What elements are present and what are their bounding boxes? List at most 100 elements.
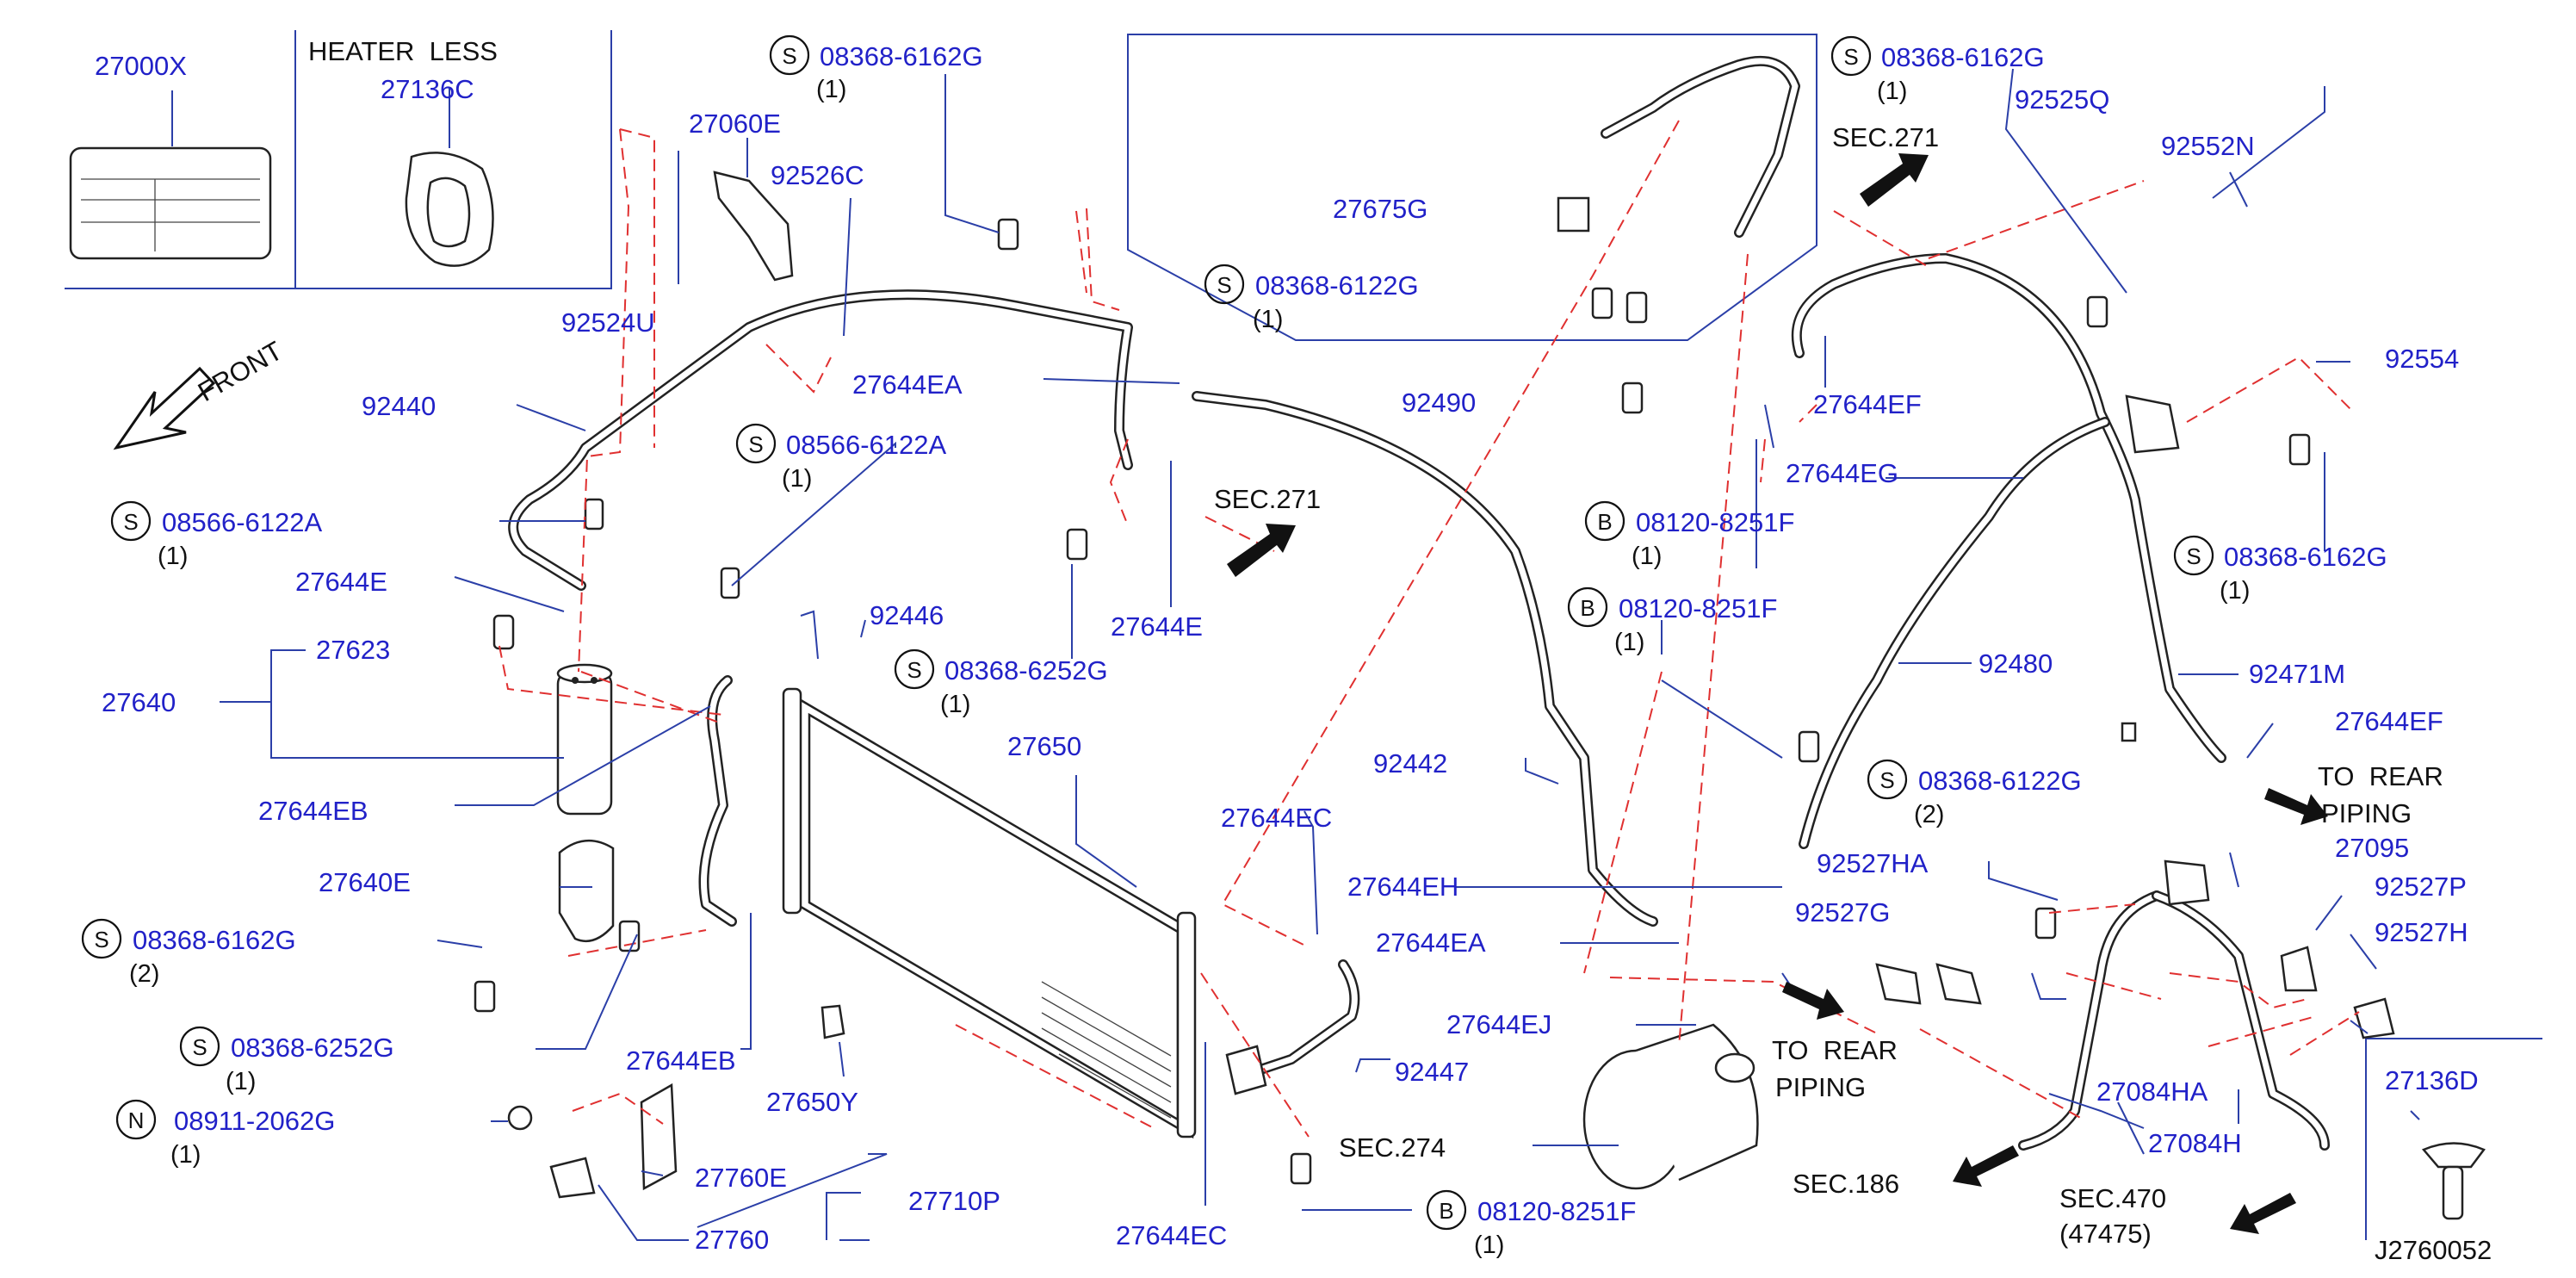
label-92525Q: 92525Q (2015, 84, 2109, 115)
label-27644EF-right: 27644EF (2335, 706, 2443, 736)
svg-text:(1): (1) (1253, 306, 1283, 333)
fastener-callout: S 08566-6122A (1) (110, 500, 322, 570)
fastener-callout: S 08368-6162G (2) (81, 918, 296, 988)
label-sec470-ref: (47475) (2059, 1219, 2152, 1249)
pipes (508, 55, 2330, 1151)
diagram-id: J2760052 (2375, 1235, 2492, 1265)
label-27650: 27650 (1007, 731, 1081, 761)
label-sec271-mid: SEC.271 (1214, 484, 1321, 514)
label-92440: 92440 (362, 391, 436, 421)
svg-text:08368-6122G: 08368-6122G (1255, 270, 1419, 301)
label-27623: 27623 (316, 635, 390, 665)
leader-lines (171, 68, 2420, 1241)
svg-text:08120-8251F: 08120-8251F (1619, 593, 1777, 623)
label-sec271-top: SEC.271 (1832, 122, 1939, 152)
label-92490: 92490 (1402, 388, 1476, 418)
condenser-27650 (782, 687, 1197, 1139)
arrow-sec271-top-icon (1860, 153, 1929, 207)
svg-text:(1): (1) (1877, 78, 1907, 105)
label-27644EJ: 27644EJ (1446, 1009, 1551, 1039)
svg-text:08368-6252G: 08368-6252G (231, 1033, 394, 1063)
dashed-links (498, 120, 2360, 1138)
svg-text:(1): (1) (158, 543, 188, 570)
label-27644EG: 27644EG (1786, 458, 1898, 488)
fastener-callout: S 08368-6252G (1) (179, 1026, 394, 1095)
svg-text:N: N (128, 1107, 145, 1133)
label-92527H: 92527H (2375, 917, 2468, 947)
svg-text:08368-6162G: 08368-6162G (133, 925, 296, 955)
fastener-callout: S 08368-6122G (2) (1867, 759, 2082, 828)
svg-text:S: S (782, 43, 796, 69)
fastener-callout: B 08120-8251F (1) (1567, 586, 1777, 656)
label-27644EF-top: 27644EF (1813, 389, 1922, 419)
front-arrow-icon (113, 366, 216, 450)
svg-text:S: S (1879, 767, 1894, 793)
label-front: FRONT (193, 335, 288, 407)
label-sec186: SEC.186 (1793, 1169, 1899, 1199)
svg-text:(1): (1) (940, 691, 970, 718)
svg-text:S: S (748, 431, 763, 457)
label-27000X: 27000X (95, 51, 187, 81)
fastener-callout: S 08368-6162G (1) (769, 34, 983, 103)
svg-text:(1): (1) (2220, 577, 2250, 605)
compressor (1582, 1023, 1759, 1190)
svg-text:08120-8251F: 08120-8251F (1636, 507, 1794, 537)
label-27644E-mid: 27644E (1111, 611, 1203, 642)
svg-text:(1): (1) (226, 1068, 256, 1095)
label-27644EB-top: 27644EB (258, 796, 368, 826)
svg-text:08368-6252G: 08368-6252G (944, 655, 1108, 686)
label-27084H: 27084H (2148, 1128, 2242, 1158)
svg-text:B: B (1580, 595, 1595, 621)
bolts (474, 171, 2486, 1220)
arrow-sec186-icon (1953, 1145, 2019, 1187)
label-92442: 92442 (1373, 748, 1447, 779)
label-piping-2: PIPING (1775, 1072, 1866, 1102)
svg-text:08368-6162G: 08368-6162G (820, 41, 983, 71)
label-92471M: 92471M (2249, 659, 2345, 689)
svg-text:B: B (1597, 509, 1612, 535)
fastener-callout: S 08368-6122G (1) (1204, 264, 1419, 333)
frames (65, 30, 2542, 1240)
label-27644EC-bottom: 27644EC (1116, 1220, 1227, 1250)
svg-text:S: S (192, 1034, 207, 1060)
label-92552N: 92552N (2161, 131, 2255, 161)
label-27136D: 27136D (2385, 1065, 2479, 1095)
arrow-to-rear-2-icon (1782, 982, 1844, 1020)
fastener-callout: N 08911-2062G (1) (115, 1099, 335, 1169)
svg-text:(1): (1) (170, 1141, 201, 1169)
svg-text:08566-6122A: 08566-6122A (162, 507, 322, 537)
label-92527G: 92527G (1795, 897, 1890, 927)
svg-text:(2): (2) (129, 960, 159, 988)
label-sec470: SEC.470 (2059, 1183, 2166, 1213)
label-27650Y: 27650Y (766, 1087, 858, 1117)
label-92526C: 92526C (771, 160, 864, 190)
label-heater-less: HEATER LESS (308, 36, 498, 66)
svg-text:08120-8251F: 08120-8251F (1477, 1196, 1636, 1226)
label-27644EA-top: 27644EA (852, 369, 963, 400)
label-92554: 92554 (2385, 344, 2459, 374)
line-art (69, 55, 2486, 1220)
label-27644EA-mid: 27644EA (1376, 927, 1486, 958)
drier-bracket-27640E (558, 839, 615, 943)
label-92480: 92480 (1978, 648, 2053, 679)
label-to-rear-2: TO REAR (1772, 1035, 1898, 1065)
svg-text:(1): (1) (1474, 1231, 1504, 1259)
arrows (113, 153, 2328, 1234)
label-27060E: 27060E (689, 109, 781, 139)
label-27710P: 27710P (908, 1186, 1000, 1216)
fastener-callout: S 08368-6252G (1) (894, 648, 1108, 718)
label-27644EC-mid: 27644EC (1221, 803, 1332, 833)
part-labels: 27000X HEATER LESS 27136C 27060E 92526C … (95, 36, 2492, 1265)
svg-text:(1): (1) (782, 465, 812, 493)
label-to-rear-1: TO REAR (2318, 761, 2443, 791)
label-27640E: 27640E (319, 867, 411, 897)
pressure-switch (492, 614, 515, 650)
svg-text:S: S (907, 657, 921, 683)
label-27644EH: 27644EH (1347, 872, 1458, 902)
svg-text:08368-6122G: 08368-6122G (1918, 766, 2082, 796)
label-92446: 92446 (870, 600, 944, 630)
label-92447: 92447 (1395, 1057, 1469, 1087)
label-27095: 27095 (2335, 833, 2409, 863)
label-27084HA: 27084HA (2096, 1076, 2208, 1107)
